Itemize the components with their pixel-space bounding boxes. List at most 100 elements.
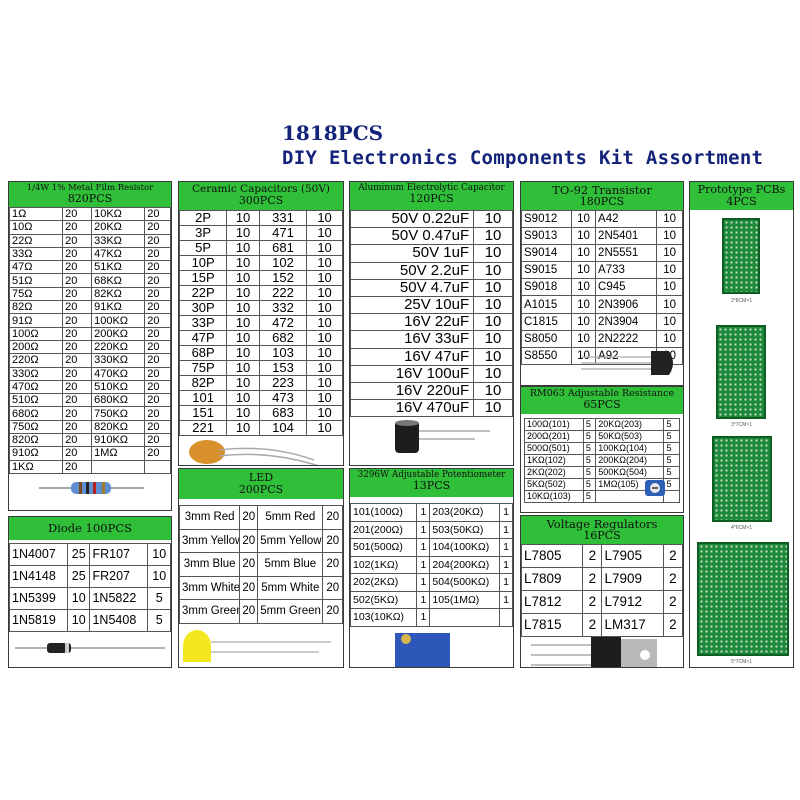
table-cell: 204(200KΩ) xyxy=(429,555,501,574)
table-cell: 2 xyxy=(662,613,683,637)
table-cell: S9014 xyxy=(521,244,572,263)
table-cell: 20 xyxy=(62,459,93,474)
resistor-count: 820PCS xyxy=(67,191,113,205)
table-cell: L7805 xyxy=(521,544,584,568)
table-cell: 10 xyxy=(306,300,343,316)
led-count: 200PCS xyxy=(238,482,284,496)
table-cell: 510KΩ xyxy=(91,379,146,395)
table-cell: 10 xyxy=(570,209,597,229)
table-cell: 91Ω xyxy=(9,313,64,328)
table-cell: 10 xyxy=(226,420,260,436)
table-cell: 680KΩ xyxy=(91,393,146,408)
table-cell: 10 xyxy=(570,346,597,365)
table-cell: 30P xyxy=(179,300,228,316)
table-cell: 3P xyxy=(179,225,228,241)
table-cell: 10 xyxy=(306,345,343,361)
table-cell: 1 xyxy=(499,503,513,522)
table-cell: LM317 xyxy=(601,613,664,637)
table-cell: 10 xyxy=(656,329,683,348)
table-cell: 5mm Red xyxy=(257,505,324,530)
table-cell: 50V 4.7uF xyxy=(350,278,475,297)
table-cell: 1N5399 xyxy=(9,587,68,610)
table-cell: 10 xyxy=(226,405,260,421)
table-cell: 1 xyxy=(416,538,431,557)
table-cell: 104 xyxy=(258,420,308,436)
table-cell: L7809 xyxy=(521,567,584,591)
table-cell: 10 xyxy=(570,227,597,246)
table-cell: 10 xyxy=(570,261,597,280)
table-cell: 20 xyxy=(144,286,171,302)
table-cell xyxy=(144,459,171,474)
electrolytic-capacitor-panel: Aluminum Electrolytic Capacitor 120PCS 5… xyxy=(349,181,514,466)
table-cell: 10 xyxy=(656,227,683,246)
table-cell: 2N3904 xyxy=(595,312,658,331)
table-cell: 20 xyxy=(144,220,171,235)
adjustable-resistance-count: 65PCS xyxy=(583,397,621,411)
table-cell: 22Ω xyxy=(9,233,64,248)
potentiometer-header: 3296W Adjustable Potentiometer 13PCS xyxy=(350,469,513,497)
table-cell: 20 xyxy=(322,528,343,553)
table-cell: S9018 xyxy=(521,278,572,297)
table-cell: 1MΩ xyxy=(91,446,146,461)
table-cell: 20 xyxy=(144,419,171,435)
table-cell: 25 xyxy=(66,565,91,588)
table-cell: 75Ω xyxy=(9,286,64,302)
table-cell: 10 xyxy=(306,225,343,241)
table-cell: 222 xyxy=(258,285,308,301)
table-cell: 10 xyxy=(656,244,683,263)
table-cell: 504(500KΩ) xyxy=(429,573,501,592)
table-cell: 47P xyxy=(179,330,228,346)
table-cell: 20 xyxy=(144,233,171,248)
table-cell: 1N4148 xyxy=(9,565,68,588)
table-cell: 1 xyxy=(416,590,431,609)
table-cell: 25 xyxy=(66,543,91,566)
pcb-4x6-label: 4*6CM×1 xyxy=(731,525,752,531)
table-cell: 5 xyxy=(663,430,680,443)
table-cell: 5mm Yellow xyxy=(257,528,324,553)
table-cell: 681 xyxy=(258,240,308,256)
table-cell: 33Ω xyxy=(9,246,64,262)
table-cell: 5mm White xyxy=(257,575,324,600)
table-cell: 2N5401 xyxy=(595,227,658,246)
table-cell: 102(1KΩ) xyxy=(350,555,418,574)
table-cell: L7905 xyxy=(601,544,664,568)
table-cell: 3mm Red xyxy=(179,505,241,530)
transistor-header: TO-92 Transistor 180PCS xyxy=(521,182,683,210)
table-cell: 100KΩ xyxy=(91,313,146,328)
table-cell: 50V 0.22uF xyxy=(350,209,475,229)
table-cell: 10 xyxy=(570,295,597,314)
table-cell: 20 xyxy=(62,366,93,381)
table-cell: 10 xyxy=(226,330,260,346)
table-cell: 100Ω xyxy=(9,326,64,341)
table-cell: 910KΩ xyxy=(91,433,146,448)
table-cell: 1KΩ xyxy=(9,459,64,474)
table-cell: 502(5KΩ) xyxy=(350,590,418,609)
table-cell: 10 xyxy=(226,375,260,391)
table-cell: L7815 xyxy=(521,613,584,637)
table-cell: 20 xyxy=(62,326,93,341)
